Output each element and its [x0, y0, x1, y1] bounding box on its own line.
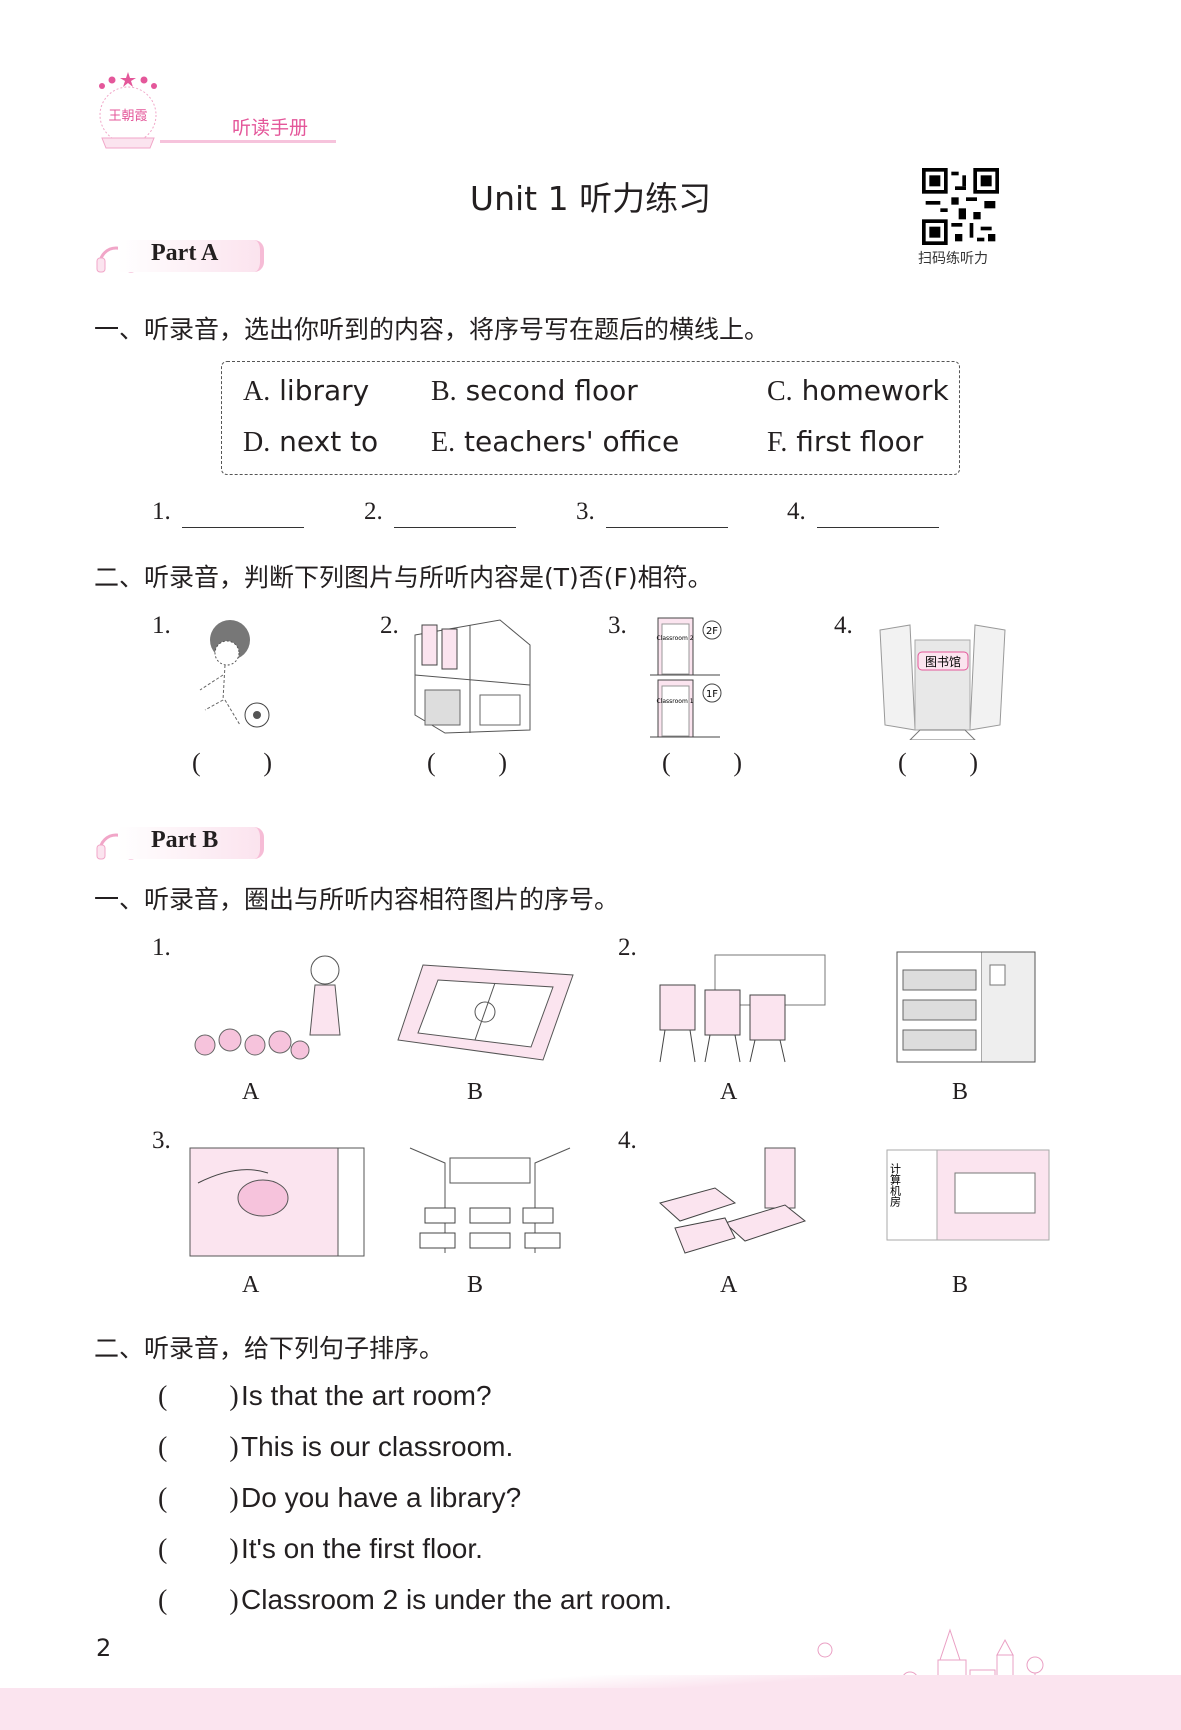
boy-kicking-ball-image	[199, 620, 270, 728]
sentence-item[interactable]: ()This is our classroom.	[158, 1431, 514, 1463]
blank-number: 4.	[787, 498, 806, 525]
item-number: 1.	[152, 934, 171, 961]
part-b-label: Part B	[151, 827, 219, 853]
options-box	[221, 361, 960, 475]
item-number: 2.	[380, 612, 399, 639]
blank-number: 3.	[576, 498, 595, 525]
part-a-q1-heading: 一、听录音，选出你听到的内容，将序号写在题后的横线上。	[94, 315, 770, 344]
footer-band	[0, 1688, 1181, 1730]
option-d: D. next to	[243, 425, 379, 458]
option-a: A. library	[243, 374, 370, 407]
page-number: 2	[96, 1634, 112, 1662]
classroom-doors-image: Classroom 2 Classroom 1 2F 1F	[650, 617, 722, 738]
item-number: 3.	[152, 1127, 171, 1154]
option-label-a[interactable]: A	[242, 1079, 260, 1105]
floor-label: 1F	[706, 689, 718, 700]
svg-text:王朝霞: 王朝霞	[108, 109, 147, 124]
sentence-item[interactable]: ()Do you have a library?	[158, 1482, 522, 1514]
floor-label: 2F	[706, 626, 718, 637]
item-number: 3.	[608, 612, 627, 639]
option-label-b[interactable]: B	[952, 1079, 969, 1105]
option-label-b[interactable]: B	[952, 1272, 969, 1298]
sentence-item[interactable]: ()Classroom 2 is under the art room.	[158, 1584, 673, 1616]
sentence-item[interactable]: ()Is that the art room?	[158, 1380, 492, 1412]
brand-logo: 王朝霞	[99, 72, 157, 149]
girl-watering-flowers-image[interactable]	[190, 950, 355, 1065]
answer-paren-4[interactable]: ()	[898, 748, 978, 777]
item-number: 4.	[834, 612, 853, 639]
computer-room-image[interactable]: 计算机房	[885, 1148, 1055, 1248]
sentence-item[interactable]: ()It's on the first floor.	[158, 1533, 483, 1565]
classroom-desks-image[interactable]	[405, 1143, 575, 1258]
school-building-image	[414, 619, 531, 734]
library-sign: 图书馆	[925, 654, 961, 669]
option-e: E. teachers' office	[431, 425, 680, 458]
qr-caption: 扫码练听力	[918, 251, 988, 267]
library-shelves-image[interactable]	[895, 950, 1045, 1065]
item-number: 4.	[618, 1127, 637, 1154]
item-number: 2.	[618, 934, 637, 961]
answer-blank-1[interactable]	[182, 527, 304, 528]
door-sign: Classroom 1	[656, 698, 693, 705]
answer-blank-2[interactable]	[394, 527, 516, 528]
answer-paren-3[interactable]: ()	[662, 748, 742, 777]
part-a-header: Part A	[94, 230, 266, 274]
answer-blank-3[interactable]	[606, 527, 728, 528]
library-building-image: 图书馆	[879, 624, 1006, 740]
door-sign: Classroom 2	[656, 635, 693, 642]
playground-image[interactable]	[393, 955, 578, 1065]
part-b-q1-heading: 一、听录音，圈出与所听内容相符图片的序号。	[94, 885, 620, 914]
option-label-a[interactable]: A	[720, 1272, 738, 1298]
art-room-image[interactable]	[655, 950, 830, 1065]
option-label-b[interactable]: B	[467, 1079, 484, 1105]
option-c: C. homework	[767, 374, 949, 407]
answer-paren-1[interactable]: ()	[192, 748, 272, 777]
office-desks-image[interactable]	[655, 1143, 830, 1258]
brand-underline	[160, 140, 336, 143]
page-title: Unit 1 听力练习	[469, 179, 712, 218]
answer-blank-4[interactable]	[817, 527, 939, 528]
item-number: 1.	[152, 612, 171, 639]
blank-number: 2.	[364, 498, 383, 525]
answer-paren-2[interactable]: ()	[427, 748, 507, 777]
blank-number: 1.	[152, 498, 171, 525]
music-room-image[interactable]	[188, 1143, 368, 1258]
part-a-label: Part A	[151, 240, 219, 266]
option-label-a[interactable]: A	[242, 1272, 260, 1298]
option-label-b[interactable]: B	[467, 1272, 484, 1298]
option-label-a[interactable]: A	[720, 1079, 738, 1105]
option-b: B. second floor	[431, 374, 638, 407]
computer-room-sign: 计算机房	[889, 1163, 902, 1208]
section-label: 听读手册	[232, 117, 309, 139]
part-b-q2-heading: 二、听录音，给下列句子排序。	[94, 1334, 445, 1363]
qr-code[interactable]	[922, 168, 999, 245]
option-f: F. first floor	[767, 425, 924, 458]
part-a-q2-heading: 二、听录音，判断下列图片与所听内容是(T)否(F)相符。	[94, 563, 713, 592]
part-b-header: Part B	[94, 817, 266, 861]
